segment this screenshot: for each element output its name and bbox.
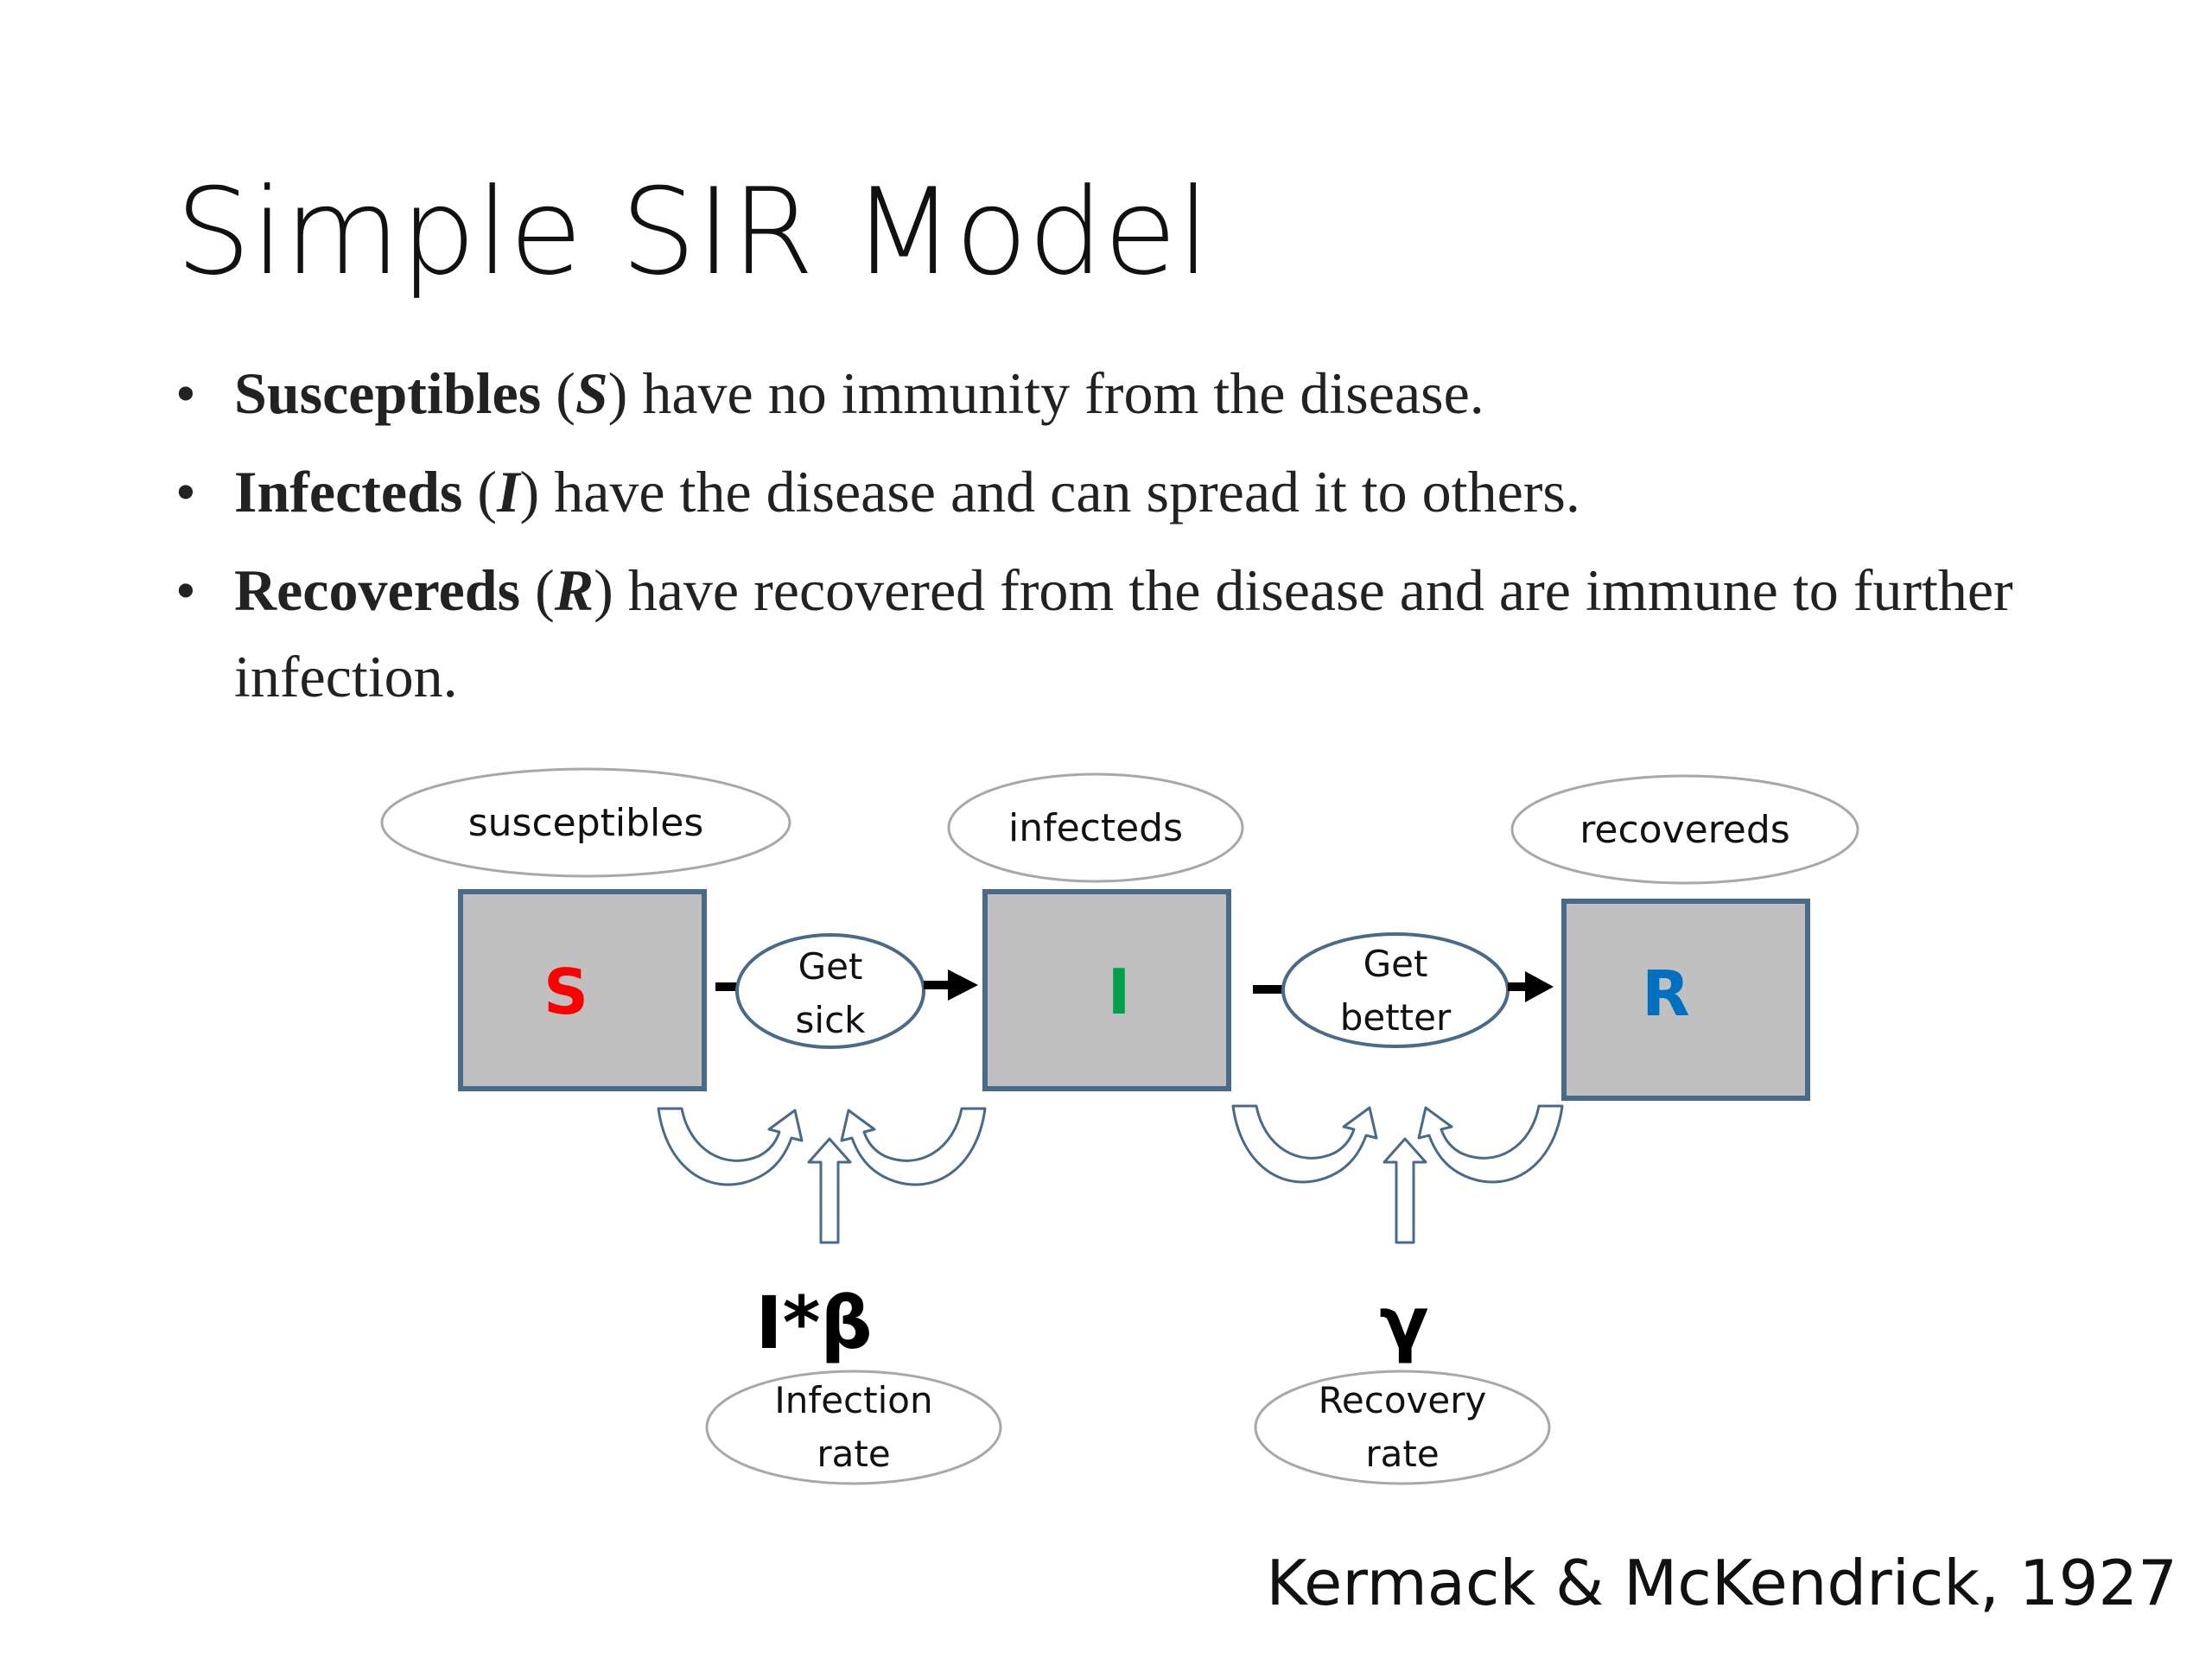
label-ellipse (947, 772, 1244, 883)
label-text: susceptibles (468, 801, 704, 845)
curved-arrow-icon (657, 1107, 804, 1186)
label-ellipse (380, 767, 791, 878)
bullet-text: have the disease and can spread it to ot… (539, 459, 1580, 524)
label-ellipse (705, 1370, 1002, 1485)
recovery-rate-label: Recovery rate (1254, 1370, 1551, 1485)
label-text: infecteds (1008, 806, 1183, 850)
bullet-term: Infecteds (234, 459, 463, 524)
compartment-letter: I (1108, 956, 1131, 1028)
bullet-term: Recovereds (234, 557, 521, 623)
compartment-letter: R (1642, 957, 1689, 1030)
compartment-s: S (458, 889, 707, 1091)
bullet-dot: • (175, 360, 196, 426)
recovery-influence-arrows (1231, 1104, 1564, 1244)
curved-arrow-icon (1417, 1104, 1564, 1184)
bullet-recovereds: •Recovereds (R) have recovered from the … (175, 547, 2033, 720)
bullet-infecteds: •Infecteds (I) have the disease and can … (175, 448, 2033, 535)
label-ellipse (1254, 1370, 1551, 1485)
compartment-letter: S (543, 956, 588, 1028)
rate-line2: rate (817, 1433, 890, 1475)
infection-rate-symbol: I*β (755, 1281, 872, 1365)
transition-line1: Get (798, 945, 863, 988)
compartment-box (1561, 899, 1810, 1101)
infection-influence-arrows (657, 1107, 987, 1244)
compartment-i: I (982, 889, 1231, 1091)
compartment-r: R (1561, 899, 1810, 1101)
bullet-dot: • (175, 459, 196, 524)
label-text: recovereds (1580, 808, 1789, 852)
bullet-text: have no immunity from the disease. (627, 360, 1484, 426)
label-infecteds: infecteds (947, 772, 1244, 883)
curved-arrow-icon (1231, 1104, 1378, 1184)
infection-rate-label: Infection rate (705, 1370, 1002, 1485)
compartment-box (982, 889, 1231, 1091)
recovery-rate-symbol: γ (1379, 1281, 1428, 1365)
compartment-box (458, 889, 707, 1091)
transition-line2: better (1340, 996, 1452, 1039)
up-arrow-icon (807, 1137, 852, 1244)
bullet-susceptibles: •Susceptibles (S) have no immunity from … (175, 350, 2033, 436)
transition-line2: sick (796, 999, 867, 1041)
rate-line1: Recovery (1319, 1379, 1487, 1421)
rate-line1: Infection (774, 1379, 932, 1421)
flow-arrowhead (1525, 971, 1554, 1002)
label-ellipse (1510, 774, 1859, 885)
curved-arrow-icon (840, 1107, 987, 1186)
bullet-symbol: S (575, 360, 608, 426)
slide-title: Simple SIR Model (175, 162, 1211, 302)
transition-get-sick: Get sick (715, 933, 978, 1049)
flow-arrowhead (948, 969, 978, 1001)
bullet-list: •Susceptibles (S) have no immunity from … (175, 350, 2033, 732)
bullet-dot: • (175, 557, 196, 623)
bullet-symbol: R (554, 557, 594, 623)
transition-get-better: Get better (1253, 932, 1554, 1048)
label-recovereds: recovereds (1510, 774, 1859, 885)
label-susceptibles: susceptibles (380, 767, 791, 878)
transition-ellipse (735, 933, 925, 1049)
citation: Kermack & McKendrick, 1927 (1266, 1547, 2177, 1619)
bullet-term: Susceptibles (234, 360, 542, 426)
up-arrow-icon (1382, 1137, 1427, 1244)
rate-line2: rate (1365, 1433, 1439, 1475)
bullet-text: have recovered from the disease and are … (234, 557, 2013, 709)
bullet-symbol: I (497, 459, 520, 524)
transition-line1: Get (1363, 943, 1428, 985)
